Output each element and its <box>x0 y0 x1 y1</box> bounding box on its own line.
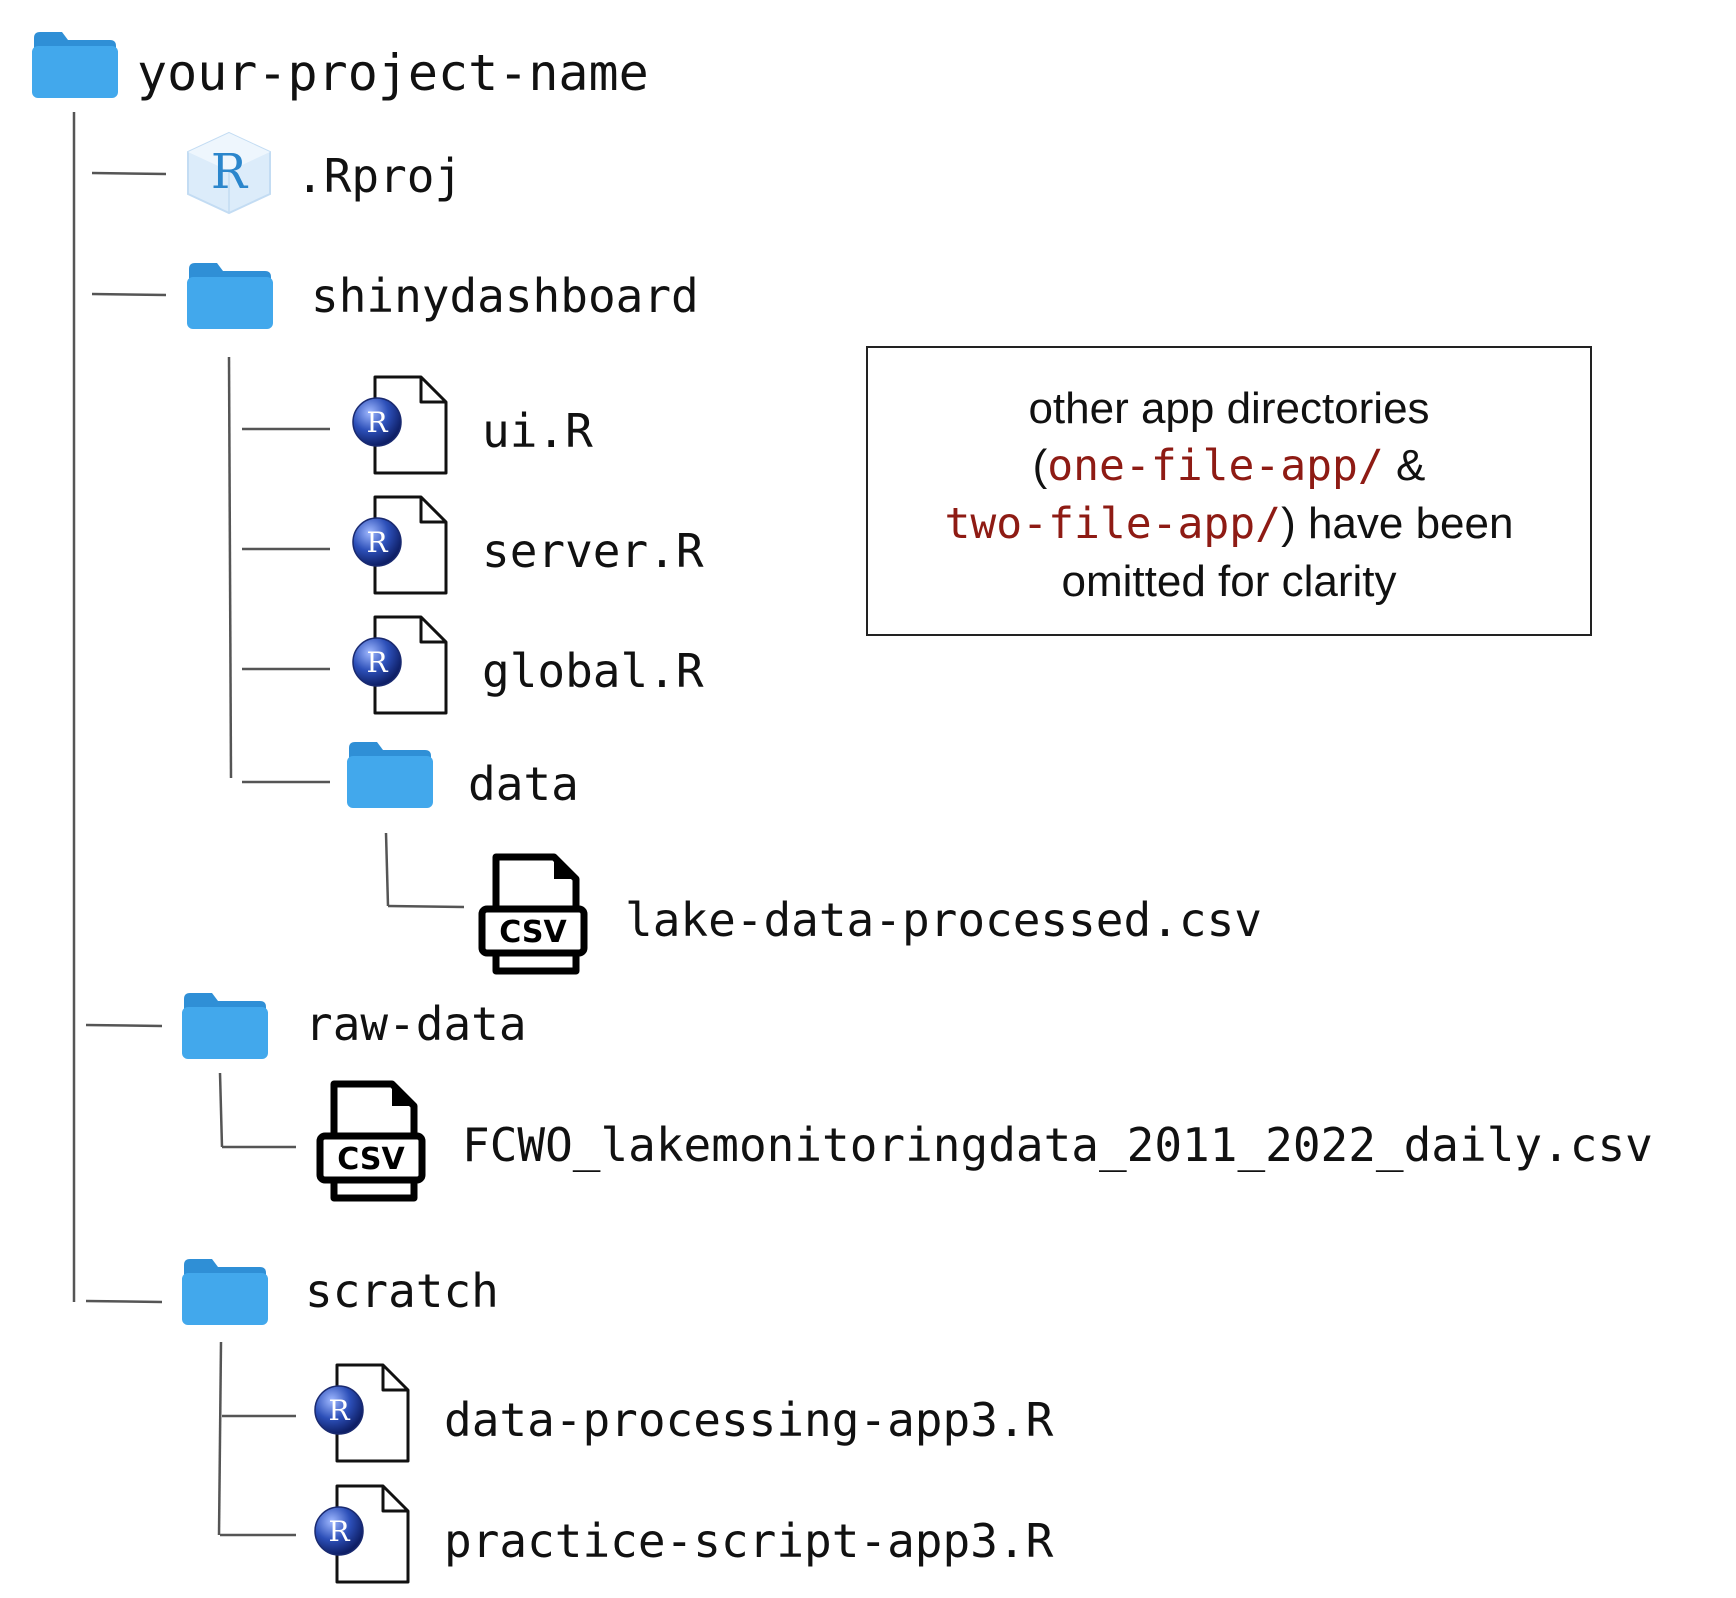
branch-lake-csv <box>387 904 465 909</box>
ui-r-file-label[interactable]: ui.R <box>482 404 593 458</box>
svg-text:R: R <box>211 144 249 200</box>
raw-data-folder-label[interactable]: raw-data <box>305 997 527 1051</box>
csv-file-icon: CSV <box>478 853 588 975</box>
branch-raw-data <box>85 1023 163 1028</box>
note-line-3-rest: ) have been <box>1281 499 1514 548</box>
note-open-paren: ( <box>1032 441 1048 490</box>
branch-rproj <box>91 171 167 176</box>
r-letter: R <box>328 1394 350 1427</box>
data-trunk <box>384 832 390 907</box>
svg-text:CSV: CSV <box>499 915 567 950</box>
lake-csv-file-label[interactable]: lake-data-processed.csv <box>625 893 1262 947</box>
r-file-icon: R <box>352 375 448 475</box>
rproj-icon: R <box>187 131 271 215</box>
r-letter: R <box>366 526 388 559</box>
r-file-icon: R <box>314 1484 410 1584</box>
scratch-folder-label[interactable]: scratch <box>305 1264 499 1318</box>
note-line-1: other app directories <box>1028 384 1430 433</box>
rproj-file-label[interactable]: .Rproj <box>296 149 463 203</box>
branch-shinydashboard <box>91 292 167 297</box>
r-letter: R <box>366 406 388 439</box>
r-letter: R <box>366 646 388 679</box>
branch-scratch <box>85 1299 163 1304</box>
omitted-directories-note: other app directories (one-file-app/ & t… <box>866 346 1592 636</box>
root-folder-label[interactable]: your-project-name <box>137 44 649 102</box>
practice-script-r-file-label[interactable]: practice-script-app3.R <box>444 1514 1054 1568</box>
folder-icon <box>32 32 118 98</box>
data-processing-r-file-label[interactable]: data-processing-app3.R <box>444 1393 1054 1447</box>
note-line-3: two-file-app/) have been <box>868 495 1590 553</box>
raw-data-trunk <box>218 1072 224 1148</box>
fcwo-csv-file-label[interactable]: FCWO_lakemonitoringdata_2011_2022_daily.… <box>462 1118 1653 1172</box>
r-file-icon: R <box>314 1363 410 1463</box>
two-file-app-code: two-file-app/ <box>944 499 1282 549</box>
folder-icon <box>182 1259 268 1325</box>
note-ampersand: & <box>1383 441 1426 490</box>
shinydashboard-trunk <box>227 356 233 779</box>
r-file-icon: R <box>352 615 448 715</box>
r-letter: R <box>328 1515 350 1548</box>
server-r-file-label[interactable]: server.R <box>482 524 704 578</box>
scratch-trunk <box>217 1341 223 1536</box>
r-file-icon: R <box>352 495 448 595</box>
csv-file-icon: CSV <box>316 1080 426 1202</box>
folder-icon <box>182 993 268 1059</box>
folder-icon <box>347 742 433 808</box>
data-folder-label[interactable]: data <box>468 757 579 811</box>
folder-icon <box>187 263 273 329</box>
shinydashboard-folder-label[interactable]: shinydashboard <box>311 269 699 323</box>
note-line-2: (one-file-app/ & <box>868 437 1590 495</box>
note-line-4: omitted for clarity <box>1061 557 1397 606</box>
global-r-file-label[interactable]: global.R <box>482 644 704 698</box>
one-file-app-code: one-file-app/ <box>1047 441 1384 491</box>
svg-text:CSV: CSV <box>337 1142 405 1177</box>
